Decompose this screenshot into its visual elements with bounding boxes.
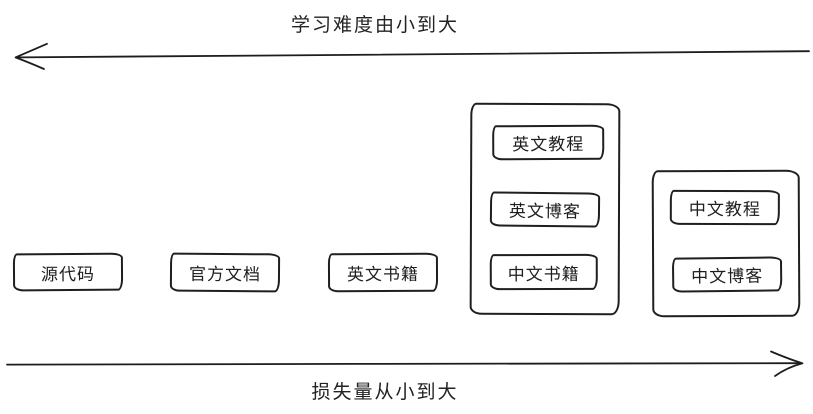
node-chinese-books: 中文书籍 <box>489 253 598 291</box>
loss-axis-label: 损失量从小到大 <box>311 382 459 403</box>
node-chinese-tutorial: 中文教程 <box>669 189 780 226</box>
node-chinese-books-label: 中文书籍 <box>507 264 580 284</box>
node-english-blog-label: 英文博客 <box>508 201 582 222</box>
difficulty-axis-arrow-left-icon <box>14 42 810 70</box>
node-official-docs-label: 官方文档 <box>188 264 262 285</box>
node-source-code: 源代码 <box>12 252 124 292</box>
difficulty-axis-label: 学习难度由小到大 <box>290 15 459 36</box>
node-source-code-label: 源代码 <box>40 264 96 284</box>
node-english-blog: 英文博客 <box>489 191 601 228</box>
node-chinese-blog: 中文博客 <box>671 256 783 293</box>
group-box-2: 中文教程 中文博客 <box>651 169 801 318</box>
node-chinese-blog-label: 中文博客 <box>691 266 764 287</box>
loss-axis-arrow-right-icon <box>6 350 804 377</box>
node-chinese-tutorial-label: 中文教程 <box>688 199 761 220</box>
group-box-1: 英文教程 英文博客 中文书籍 <box>469 102 621 316</box>
node-official-docs: 官方文档 <box>169 252 281 293</box>
node-english-books-label: 英文书籍 <box>346 264 420 285</box>
node-english-tutorial-label: 英文教程 <box>512 134 585 155</box>
node-english-tutorial: 英文教程 <box>492 124 605 161</box>
node-english-books: 英文书籍 <box>327 252 439 293</box>
